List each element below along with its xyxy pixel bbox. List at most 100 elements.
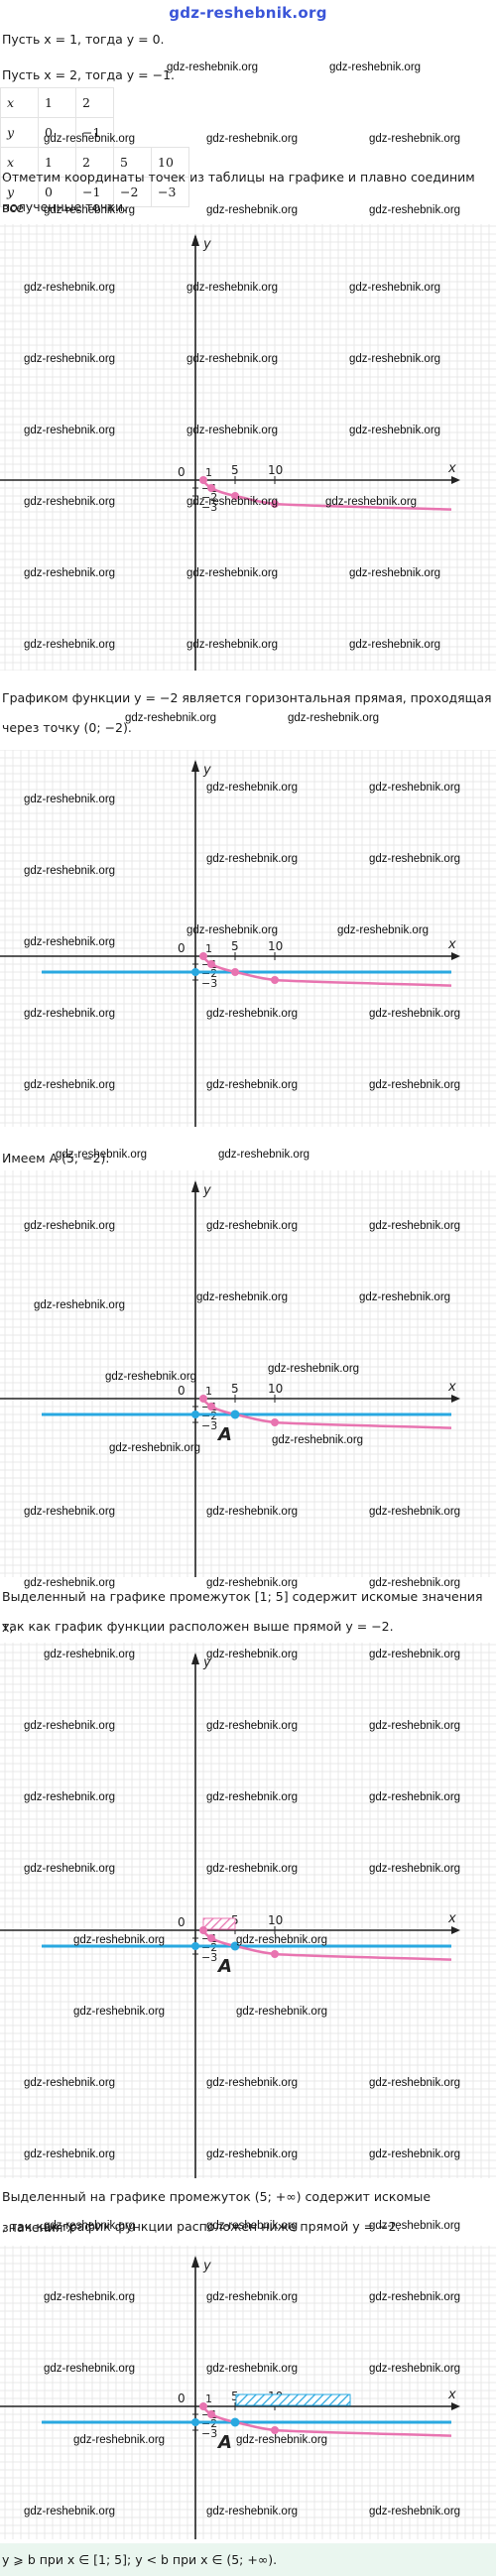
watermark: gdz-reshebnik.org xyxy=(206,1863,299,1875)
curve-point xyxy=(199,1395,207,1403)
table-cell: 0 xyxy=(38,177,76,207)
y-axis-label: y xyxy=(202,1656,211,1670)
watermark: gdz-reshebnik.org xyxy=(206,2291,299,2303)
watermark: gdz-reshebnik.org xyxy=(268,1363,360,1375)
watermark: gdz-reshebnik.org xyxy=(369,1008,461,1020)
watermark: gdz-reshebnik.org xyxy=(236,1934,328,1946)
point-a-label: A xyxy=(216,1956,232,1977)
watermark: gdz-reshebnik.org xyxy=(24,1008,116,1020)
point-0-minus-2 xyxy=(191,968,199,976)
watermark: gdz-reshebnik.org xyxy=(24,567,116,579)
x-tick-label: 1 xyxy=(205,2392,212,2405)
watermark: gdz-reshebnik.org xyxy=(73,2006,166,2018)
x-tick-label: 10 xyxy=(268,1913,283,1927)
x-tick-label: 1 xyxy=(205,942,212,955)
curve-point xyxy=(199,2402,207,2410)
watermark: gdz-reshebnik.org xyxy=(218,1149,310,1161)
watermark: gdz-reshebnik.org xyxy=(369,2148,461,2160)
watermark: gdz-reshebnik.org xyxy=(369,1079,461,1091)
watermark: gdz-reshebnik.org xyxy=(24,425,116,436)
watermark: gdz-reshebnik.org xyxy=(24,282,116,294)
text-line-3: Отметим координаты точек из таблицы на г… xyxy=(2,170,475,215)
watermark: gdz-reshebnik.org xyxy=(272,1434,364,1446)
watermark: gdz-reshebnik.org xyxy=(349,639,441,651)
curve-point xyxy=(231,492,239,500)
table-cell: −2 xyxy=(113,177,152,207)
x-tick-label: 5 xyxy=(231,463,239,477)
values-table-2: x 1 2 5 10 y 0 −1 −2 −3 xyxy=(0,147,189,207)
watermark: gdz-reshebnik.org xyxy=(206,1649,299,1660)
watermark: gdz-reshebnik.org xyxy=(206,782,299,794)
text-line-1: Пусть x = 1, тогда y = 0. xyxy=(2,32,165,47)
watermark: gdz-reshebnik.org xyxy=(369,1506,461,1518)
interval-hatch xyxy=(235,2393,351,2406)
watermark: gdz-reshebnik.org xyxy=(73,1934,166,1946)
watermark: gdz-reshebnik.org xyxy=(125,712,217,724)
table-row: x 1 2 xyxy=(0,87,114,118)
curve-point xyxy=(207,1403,215,1411)
point-a-label: A xyxy=(216,1424,232,1445)
y-axis-label: y xyxy=(202,237,211,252)
watermark: gdz-reshebnik.org xyxy=(206,1079,299,1091)
watermark: gdz-reshebnik.org xyxy=(73,2434,166,2446)
watermark: gdz-reshebnik.org xyxy=(369,1720,461,1732)
watermark: gdz-reshebnik.org xyxy=(369,2220,461,2232)
watermark: gdz-reshebnik.org xyxy=(196,1291,289,1303)
table-cell: −3 xyxy=(151,177,189,207)
watermark: gdz-reshebnik.org xyxy=(369,2363,461,2375)
x-tick-label: 10 xyxy=(268,1382,283,1396)
x-tick-label: 10 xyxy=(268,463,283,477)
watermark: gdz-reshebnik.org xyxy=(369,204,461,216)
table-row: y 0 −1 xyxy=(0,117,114,148)
watermark: gdz-reshebnik.org xyxy=(206,2077,299,2089)
watermark: gdz-reshebnik.org xyxy=(24,2077,116,2089)
watermark: gdz-reshebnik.org xyxy=(186,496,279,508)
watermark: gdz-reshebnik.org xyxy=(24,1220,116,1232)
watermark: gdz-reshebnik.org xyxy=(329,61,422,73)
grid xyxy=(0,1170,496,1577)
watermark: gdz-reshebnik.org xyxy=(34,1299,126,1311)
y-tick-label: −2 xyxy=(201,491,217,504)
table-cell: −1 xyxy=(75,117,114,148)
table-cell: x xyxy=(0,87,39,118)
table-cell: 1 xyxy=(38,147,76,178)
watermark: gdz-reshebnik.org xyxy=(186,567,279,579)
watermark: gdz-reshebnik.org xyxy=(206,853,299,865)
table-cell: 1 xyxy=(38,87,76,118)
watermark: gdz-reshebnik.org xyxy=(44,204,136,216)
curve-point xyxy=(199,1926,207,1934)
watermark: gdz-reshebnik.org xyxy=(24,2506,116,2517)
x-axis-label: x xyxy=(447,1911,456,1926)
x-tick-label: 1 xyxy=(205,1385,212,1398)
y-axis-label: y xyxy=(202,763,211,778)
y-axis-arrow xyxy=(191,760,199,772)
text-line-11: , так как график функции расположен ниже… xyxy=(2,2219,401,2234)
text-line-9: так как график функции расположен выше п… xyxy=(2,1619,394,1634)
text-line-7: Имеем A (5; −2). xyxy=(2,1151,110,1165)
curve-point xyxy=(207,1934,215,1942)
y-axis-label: y xyxy=(202,2259,211,2273)
watermark: gdz-reshebnik.org xyxy=(206,2363,299,2375)
watermark: gdz-reshebnik.org xyxy=(24,353,116,365)
watermark: gdz-reshebnik.org xyxy=(369,1649,461,1660)
curve-point xyxy=(207,484,215,492)
site-title[interactable]: gdz-reshebnik.org xyxy=(169,4,327,22)
y-axis-arrow xyxy=(191,2256,199,2268)
watermark: gdz-reshebnik.org xyxy=(206,2148,299,2160)
grid xyxy=(0,1643,496,2178)
watermark: gdz-reshebnik.org xyxy=(44,2220,136,2232)
x-axis-arrow xyxy=(451,952,460,960)
watermark: gdz-reshebnik.org xyxy=(369,2291,461,2303)
x-axis-label: x xyxy=(447,1380,456,1395)
curve-point xyxy=(271,500,279,508)
point-0-minus-2 xyxy=(191,2418,199,2426)
y-axis-arrow xyxy=(191,234,199,246)
watermark: gdz-reshebnik.org xyxy=(349,567,441,579)
table-cell: x xyxy=(0,147,39,178)
x-axis-arrow xyxy=(451,1926,460,1934)
watermark: gdz-reshebnik.org xyxy=(24,865,116,877)
watermark: gdz-reshebnik.org xyxy=(206,2506,299,2517)
